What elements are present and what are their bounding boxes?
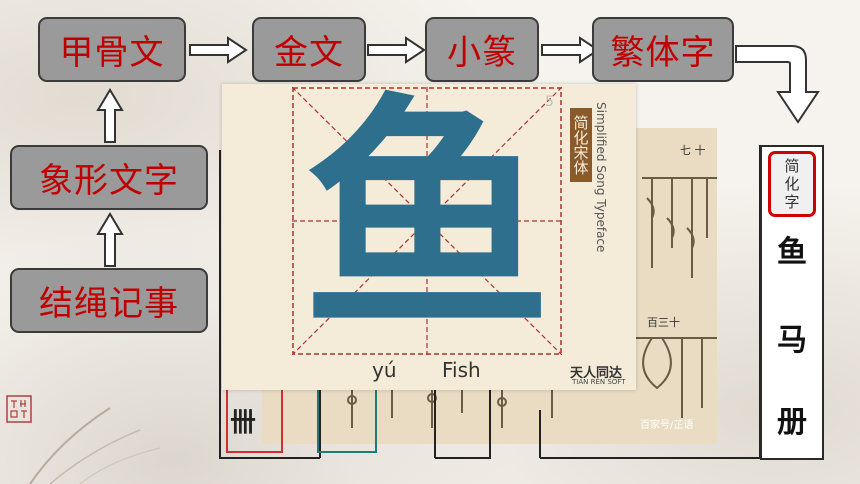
typeface-badge: 简化宋体 bbox=[570, 108, 592, 182]
watermark: 百家号/芷语 bbox=[640, 418, 693, 431]
seal-stamp-icon bbox=[6, 395, 32, 423]
knot-label-b: 百三十 bbox=[647, 315, 680, 329]
small-seal-box: 小篆 bbox=[425, 17, 539, 82]
traditional-label: 繁体字 bbox=[610, 33, 716, 73]
arrow-bend-down-icon bbox=[735, 45, 820, 124]
knot-label-a: 七 十 bbox=[680, 143, 706, 157]
brand-logo: 天人同达 bbox=[570, 366, 623, 381]
oracle-bone-label: 甲骨文 bbox=[59, 33, 165, 73]
knot-record-label: 结绳记事 bbox=[39, 284, 179, 324]
knot-glyph-char: 卌 bbox=[230, 408, 257, 438]
arrow-up-icon bbox=[96, 88, 124, 143]
arrow-right-icon bbox=[541, 36, 600, 64]
bronze-script-box: 金文 bbox=[252, 17, 366, 82]
main-glyph: 鱼 bbox=[302, 73, 552, 364]
arrow-right-icon bbox=[367, 36, 426, 64]
knot-record-box: 结绳记事 bbox=[10, 268, 208, 333]
pictograph-box: 象形文字 bbox=[10, 145, 208, 210]
arrow-right-icon bbox=[189, 36, 248, 64]
side-char-book: 册 bbox=[777, 405, 807, 440]
character-card: 鱼 5 简化宋体 Simplified Song Typeface yú Fis… bbox=[222, 84, 636, 390]
grass-decoration bbox=[29, 407, 161, 484]
english-label: Fish bbox=[442, 358, 481, 382]
pinyin-label: yú bbox=[372, 358, 397, 382]
simplified-panel: 简 化 字 鱼 马 册 bbox=[760, 145, 824, 460]
corner-number: 5 bbox=[545, 94, 554, 110]
side-char-horse: 马 bbox=[777, 323, 807, 358]
tian-grid bbox=[292, 87, 562, 355]
simplified-label: 简 化 字 bbox=[768, 151, 816, 217]
oracle-bone-box: 甲骨文 bbox=[38, 17, 186, 82]
brand-subtitle: TIAN REN SOFT bbox=[572, 378, 626, 386]
bronze-script-label: 金文 bbox=[274, 33, 344, 73]
traditional-box: 繁体字 bbox=[592, 17, 734, 82]
small-seal-label: 小篆 bbox=[447, 33, 517, 73]
pictograph-label: 象形文字 bbox=[39, 161, 179, 201]
typeface-caption: Simplified Song Typeface bbox=[594, 102, 608, 253]
side-char-fish: 鱼 bbox=[777, 235, 807, 270]
arrow-up-icon bbox=[96, 212, 124, 267]
